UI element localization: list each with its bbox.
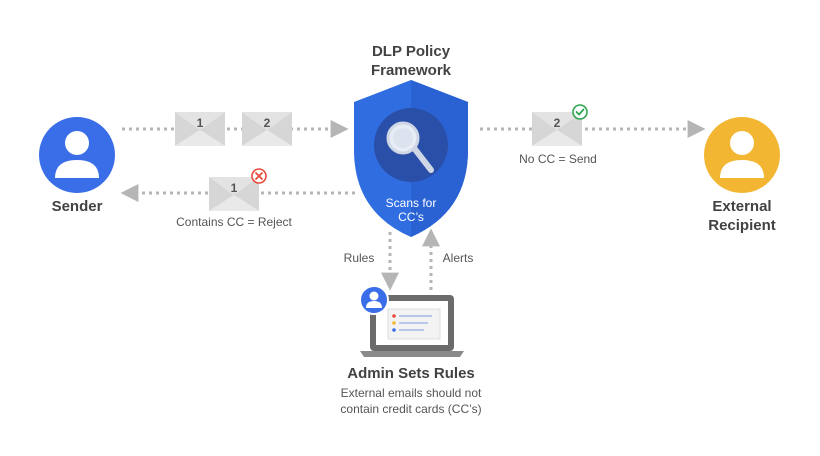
admin-laptop: [360, 295, 464, 357]
recipient-label-line1: External: [712, 198, 772, 215]
framework-title-line1: DLP Policy: [371, 43, 451, 60]
admin-desc-line2: contain credit cards (CC’s): [340, 402, 482, 416]
magnifier-icon: [386, 121, 434, 173]
envelope-2-incoming: 2: [242, 112, 292, 146]
envelope-number: 2: [264, 116, 271, 130]
reject-icon: [251, 168, 267, 184]
envelope-1-incoming: 1: [175, 112, 225, 146]
shield-text-line2: CC’s: [398, 210, 424, 224]
recipient-label-line2: Recipient: [708, 217, 776, 234]
alerts-label: Alerts: [442, 251, 474, 265]
envelope-1-rejected: 1: [209, 177, 259, 211]
sender-label: Sender: [51, 198, 103, 215]
send-label: No CC = Send: [519, 152, 597, 166]
recipient-avatar: [704, 117, 780, 193]
admin-desc-line1: External emails should not: [340, 386, 482, 400]
envelope-number: 2: [554, 116, 561, 130]
envelope-number: 1: [197, 116, 204, 130]
shield-scan-text: Scans for CC’s: [371, 196, 451, 224]
envelope-2-outgoing: 2: [532, 112, 582, 146]
rules-label: Rules: [343, 251, 375, 265]
dlp-shield: [354, 80, 468, 237]
check-icon: [572, 104, 588, 120]
sender-avatar: [39, 117, 115, 193]
shield-text-line1: Scans for: [385, 196, 437, 210]
envelope-number: 1: [231, 181, 238, 195]
framework-title: DLP Policy Framework: [341, 42, 481, 80]
recipient-label: External Recipient: [692, 197, 792, 235]
framework-title-line2: Framework: [370, 62, 452, 79]
admin-avatar-icon: [359, 285, 389, 315]
reject-label: Contains CC = Reject: [176, 215, 292, 229]
admin-title: Admin Sets Rules: [347, 365, 475, 382]
admin-description: External emails should not contain credi…: [316, 385, 506, 417]
